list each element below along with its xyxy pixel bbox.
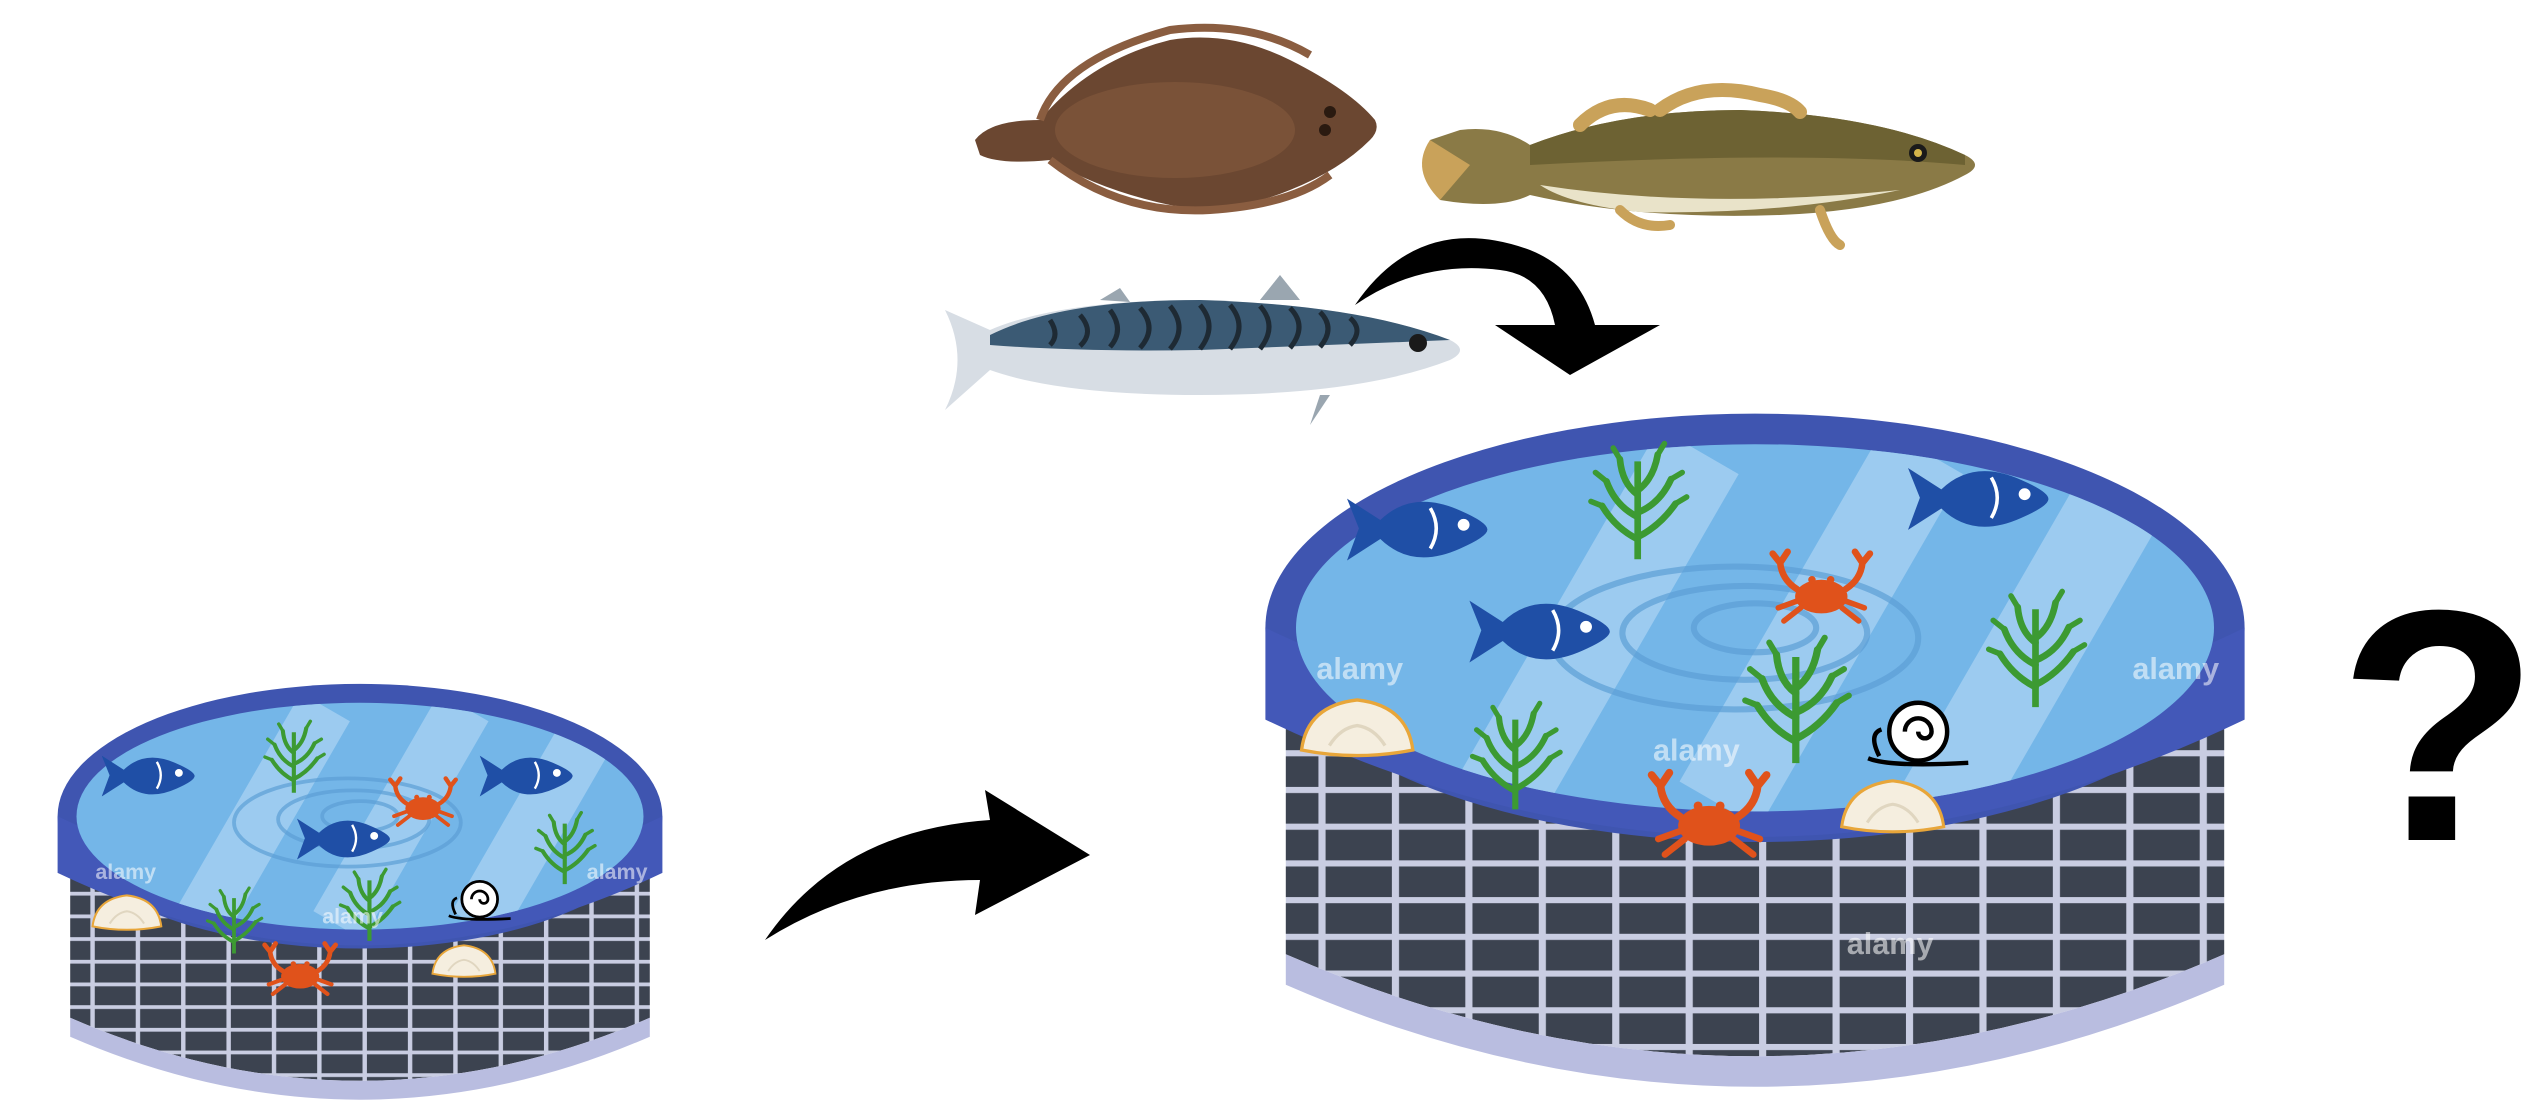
watermark: alamy — [95, 860, 156, 884]
watermark: alamy — [1653, 733, 1740, 767]
question-mark-icon: ? — [2338, 541, 2538, 910]
watermark: alamy — [587, 860, 648, 884]
large-tank: alamy alamy alamy alamy alamy — [1265, 376, 2244, 1086]
watermark: alamy — [1847, 376, 1934, 410]
mackerel-icon — [945, 275, 1460, 425]
watermark: alamy — [1847, 927, 1934, 961]
watermark: alamy — [1316, 652, 1403, 686]
flatfish-icon — [975, 28, 1377, 211]
cod-icon — [1422, 90, 1975, 245]
watermark: alamy — [322, 904, 383, 928]
curved-arrow-icon — [765, 790, 1090, 940]
watermark: alamy — [2132, 652, 2219, 686]
small-tank: alamy alamy alamy — [58, 684, 663, 1100]
